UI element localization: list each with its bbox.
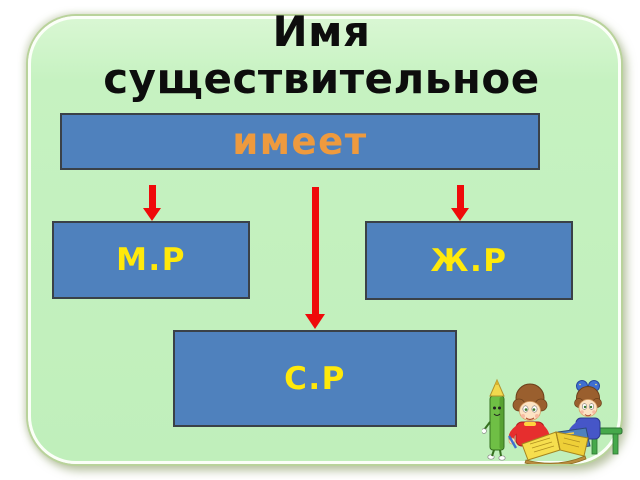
box-masculine-label: М.Р xyxy=(116,242,186,278)
arrow-shaft xyxy=(311,187,319,314)
box-imeet: имеет xyxy=(60,113,540,170)
box-masculine: М.Р xyxy=(52,221,250,299)
arrow-shaft xyxy=(148,185,156,208)
slide-title-line1: Имя xyxy=(272,7,371,56)
arrow-down-icon xyxy=(143,185,161,221)
arrow-shaft xyxy=(456,185,464,208)
arrow-down-icon xyxy=(305,187,325,329)
box-neuter-label: С.Р xyxy=(284,360,346,397)
arrow-head xyxy=(143,208,161,221)
box-neuter: С.Р xyxy=(173,330,457,427)
arrow-head xyxy=(451,208,469,221)
box-feminine-label: Ж.Р xyxy=(430,242,508,279)
box-imeet-label: имеет xyxy=(232,120,368,163)
children-reading-with-pencil-clipart xyxy=(482,378,623,464)
arrow-head xyxy=(305,314,325,329)
arrow-down-icon xyxy=(451,185,469,221)
slide-title-line2: существительное xyxy=(103,54,540,103)
slide-title: Имя существительное xyxy=(28,8,615,102)
box-feminine: Ж.Р xyxy=(365,221,573,300)
